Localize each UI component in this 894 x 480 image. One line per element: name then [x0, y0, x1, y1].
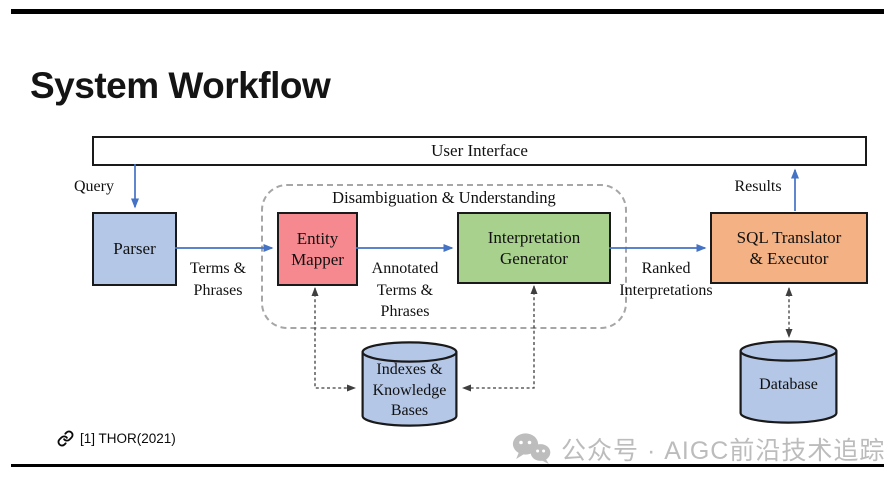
sql-translator-label: SQL Translator & Executor: [736, 227, 842, 268]
sql-translator-node: SQL Translator & Executor: [710, 212, 868, 284]
parser-node: Parser: [92, 212, 177, 286]
interpretation-generator-label: Interpretation Generator: [487, 227, 581, 268]
user-interface-node: User Interface: [92, 136, 867, 166]
results-edge-label: Results: [734, 178, 782, 195]
indexes-kb-label: Indexes & Knowledge Bases: [372, 361, 447, 419]
indexes-kb-cylinder: [361, 341, 458, 427]
watermark: 公众号 · AIGC前沿技术追踪: [512, 431, 885, 467]
disambiguation-group: Disambiguation & Understanding: [261, 184, 627, 329]
query-edge-label: Query: [74, 178, 114, 195]
group-label: Disambiguation & Understanding: [332, 188, 556, 207]
footnote-text: [1] THOR(2021): [80, 431, 176, 446]
database-cylinder: [739, 340, 838, 424]
cylinder-top: [361, 341, 458, 363]
ranked-interpretations-edge-label: Ranked Interpretations: [619, 260, 713, 299]
link-icon: [57, 430, 74, 447]
cylinder-body: [739, 351, 838, 424]
wechat-icon: [512, 433, 551, 464]
annotated-terms-edge-label: Annotated Terms & Phrases: [371, 260, 439, 320]
bottom-rule: [11, 464, 884, 467]
database-label: Database: [759, 376, 818, 393]
interpretation-generator-node: Interpretation Generator: [457, 212, 611, 284]
watermark-text: 公众号 · AIGC前沿技术追踪: [561, 437, 886, 465]
parser-label: Parser: [113, 239, 156, 259]
top-rule: [11, 9, 884, 14]
page-title: System Workflow: [30, 64, 331, 106]
entity-mapper-node: Entity Mapper: [277, 212, 358, 286]
footnote-reference-link[interactable]: [1] THOR(2021): [57, 430, 176, 447]
user-interface-label: User Interface: [431, 141, 528, 160]
cylinder-body: [361, 352, 458, 427]
entity-mapper-label: Entity Mapper: [291, 228, 344, 269]
terms-phrases-edge-label: Terms & Phrases: [189, 260, 247, 299]
cylinder-top: [739, 340, 838, 362]
